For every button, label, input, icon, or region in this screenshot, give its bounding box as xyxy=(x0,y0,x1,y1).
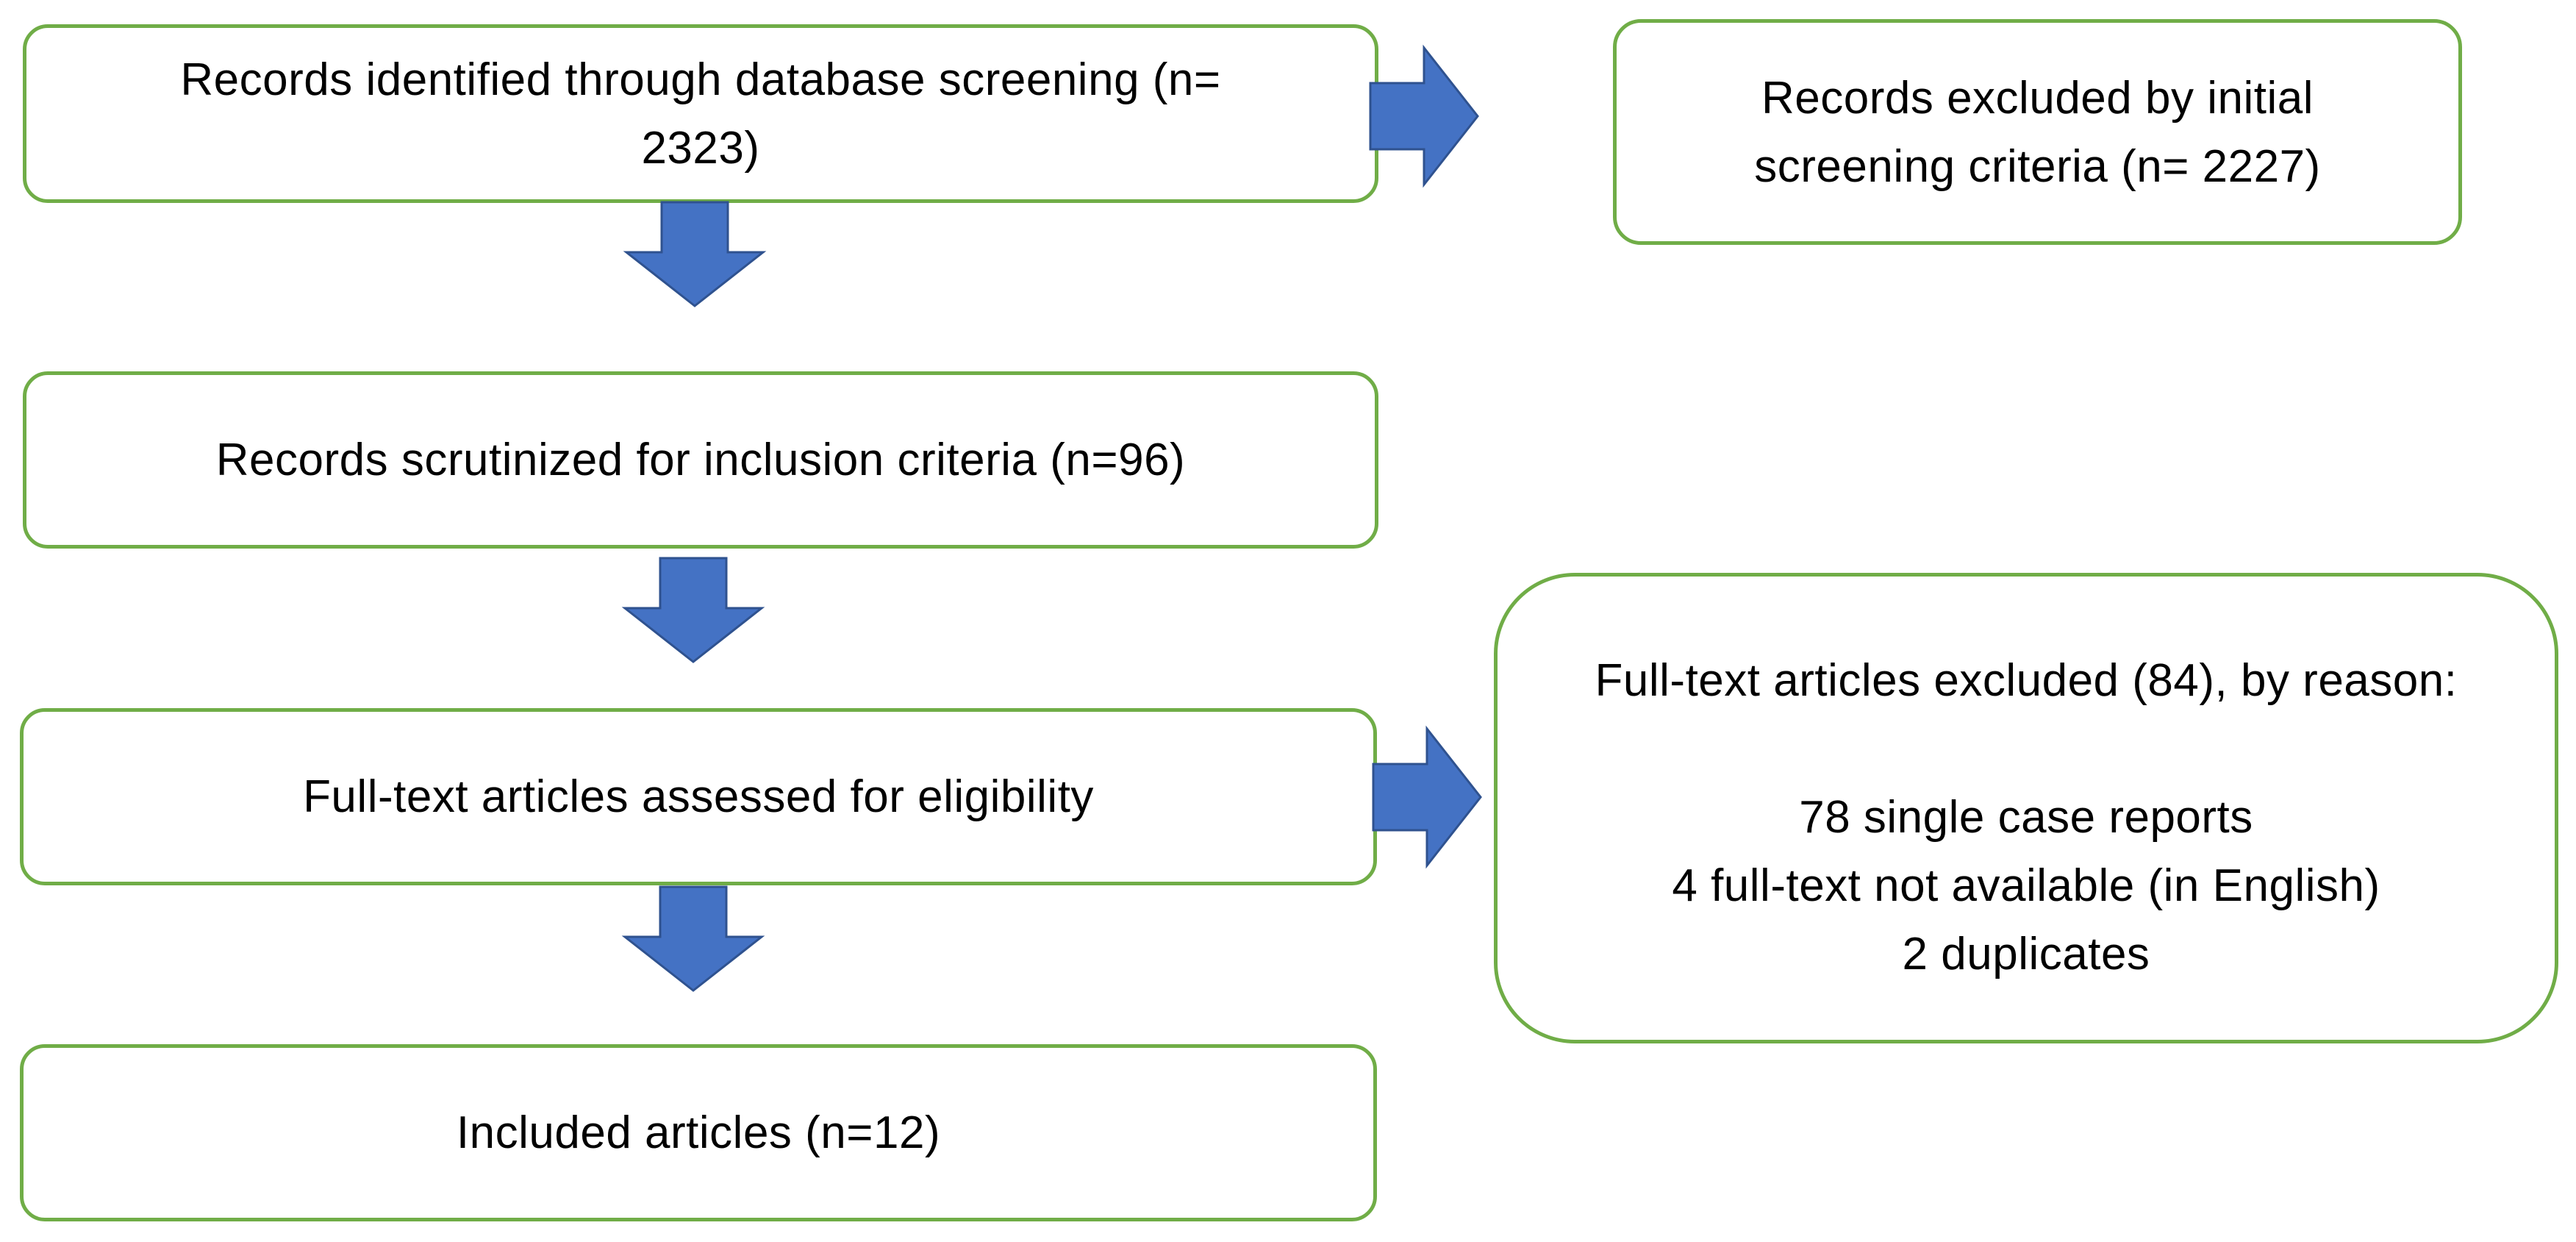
exclusion-reason-duplicates: 2 duplicates xyxy=(1902,929,2150,979)
records-scrutinized-box: Records scrutinized for inclusion criter… xyxy=(23,371,1378,549)
down-arrow-icon xyxy=(621,885,765,992)
right-arrow-icon xyxy=(1369,44,1479,188)
records-identified-line-1: Records identified through database scre… xyxy=(180,54,1221,105)
exclusion-reason-not-available: 4 full-text not available (in English) xyxy=(1672,860,2380,911)
records-identified-line-2: 2323) xyxy=(641,122,760,174)
fulltext-assessed-text: Full-text articles assessed for eligibil… xyxy=(303,771,1094,822)
records-excluded-initial-text: Records excluded by initial screening cr… xyxy=(1754,64,2320,201)
fulltext-excluded-spacer xyxy=(1498,715,2555,783)
records-identified-box: Records identified through database scre… xyxy=(23,24,1378,203)
records-excluded-initial-box: Records excluded by initial screening cr… xyxy=(1613,19,2462,245)
right-arrow-icon xyxy=(1372,725,1482,869)
records-excluded-initial-line-2: screening criteria (n= 2227) xyxy=(1754,140,2321,192)
fulltext-assessed-box: Full-text articles assessed for eligibil… xyxy=(20,708,1377,885)
records-identified-text: Records identified through database scre… xyxy=(180,46,1220,182)
down-arrow-icon xyxy=(623,201,767,307)
included-articles-box: Included articles (n=12) xyxy=(20,1044,1377,1221)
records-excluded-initial-line-1: Records excluded by initial xyxy=(1761,72,2314,124)
records-scrutinized-text: Records scrutinized for inclusion criter… xyxy=(215,435,1186,485)
included-articles-text: Included articles (n=12) xyxy=(456,1107,941,1158)
fulltext-excluded-box: Full-text articles excluded (84), by rea… xyxy=(1494,573,2558,1043)
fulltext-excluded-heading: Full-text articles excluded (84), by rea… xyxy=(1595,655,2458,706)
exclusion-reason-single-case: 78 single case reports xyxy=(1799,792,2253,843)
down-arrow-icon xyxy=(621,557,765,663)
